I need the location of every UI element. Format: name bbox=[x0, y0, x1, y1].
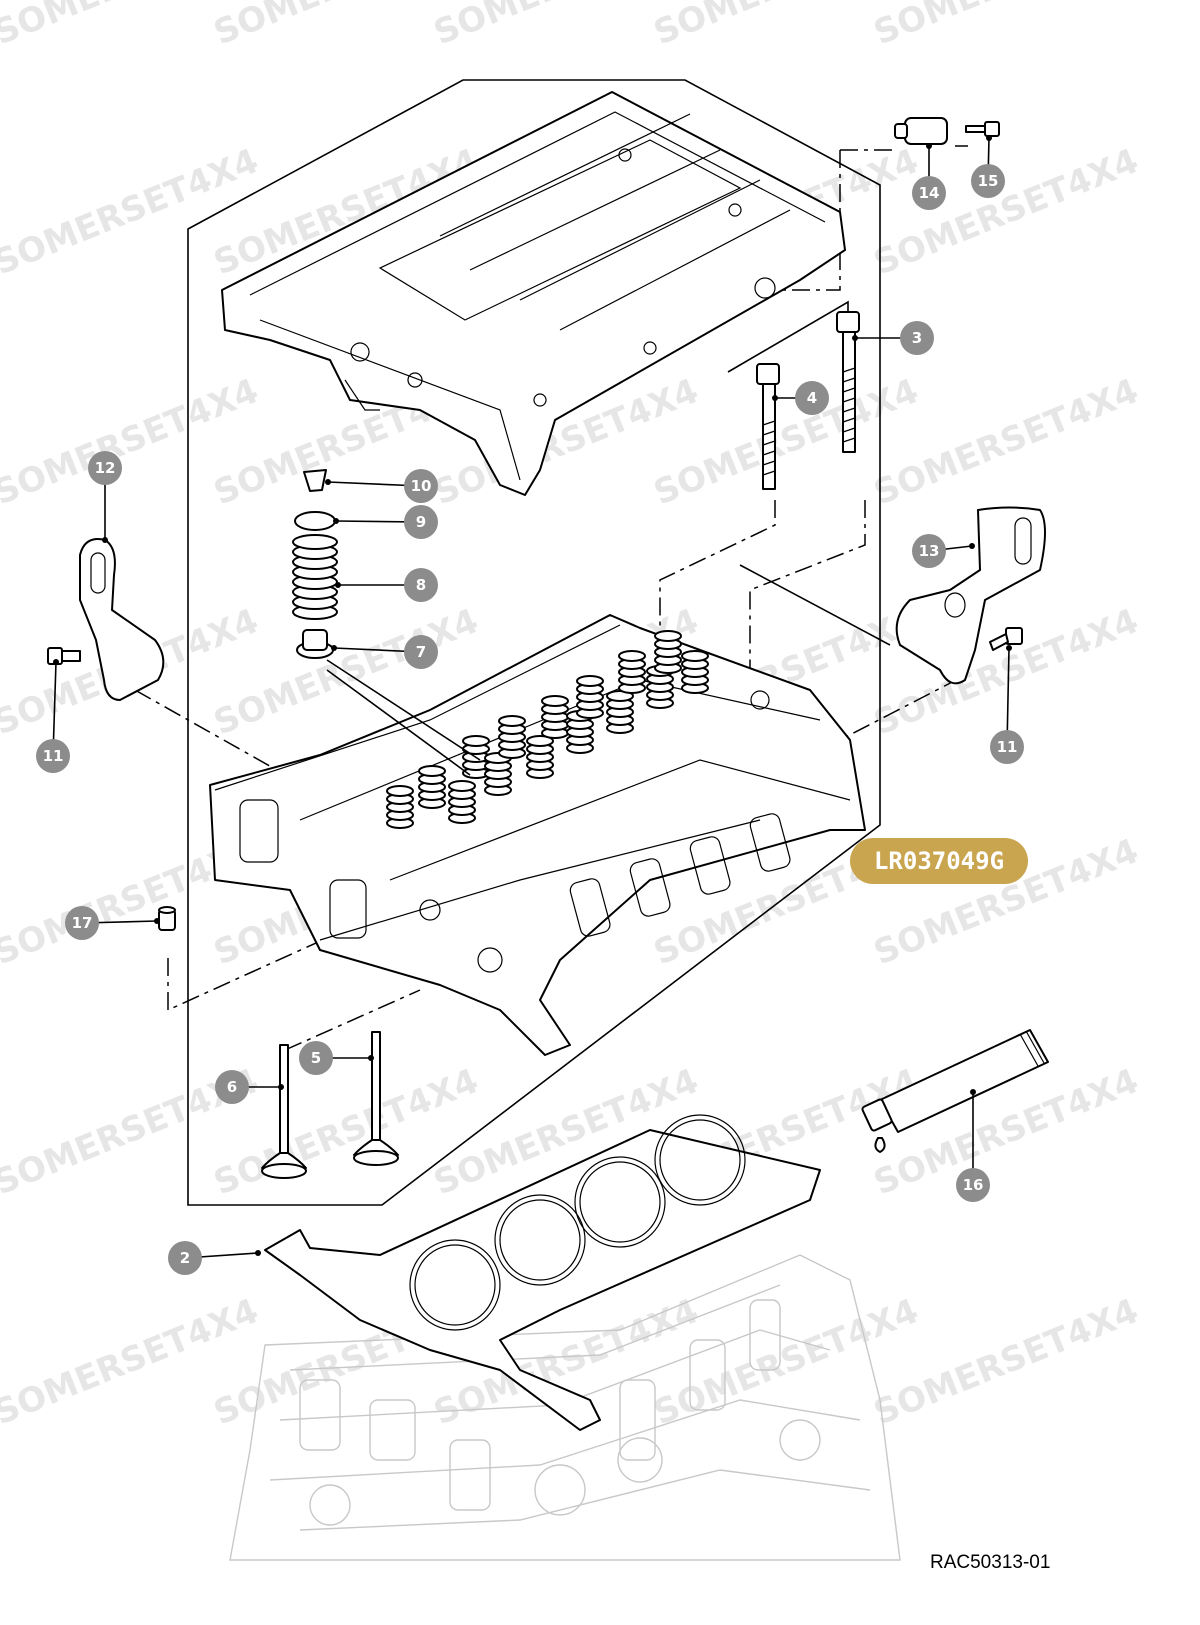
callout-number: 17 bbox=[72, 914, 93, 932]
valve-spring bbox=[292, 534, 338, 620]
callout-13: 13 bbox=[912, 534, 946, 568]
callout-number: 8 bbox=[416, 576, 426, 594]
valve-spring-installed bbox=[681, 650, 709, 694]
leader-dot bbox=[53, 659, 59, 665]
callout-number: 5 bbox=[311, 1049, 321, 1067]
leader-dot bbox=[368, 1055, 374, 1061]
callout-6: 6 bbox=[215, 1070, 249, 1104]
callout-number: 10 bbox=[411, 477, 432, 495]
callout-16: 16 bbox=[956, 1168, 990, 1202]
leader-dot bbox=[278, 1084, 284, 1090]
callout-9: 9 bbox=[404, 505, 438, 539]
callout-3: 3 bbox=[900, 321, 934, 355]
camshaft-carrier bbox=[221, 91, 846, 496]
camshaft-position-sensor bbox=[894, 117, 948, 145]
part-number-tag: LR037049G bbox=[850, 838, 1028, 884]
callout-8: 8 bbox=[404, 568, 438, 602]
cylinder-head bbox=[209, 614, 866, 1056]
callout-number: 12 bbox=[95, 459, 116, 477]
valve-spring-installed bbox=[654, 630, 682, 674]
exhaust-valve bbox=[261, 1044, 307, 1179]
locating-dowel bbox=[158, 906, 176, 931]
valve-spring-installed bbox=[618, 650, 646, 694]
callout-markers: 2 3 4 5 6 7 8 9 10 11 11 12 13 14 15 16 17 bbox=[36, 164, 1024, 1275]
leader-dot bbox=[335, 582, 341, 588]
valve-stem-seal bbox=[296, 629, 334, 659]
bracket-bolt-left bbox=[47, 647, 81, 665]
callout-number: 9 bbox=[416, 513, 426, 531]
leader-dot bbox=[970, 1089, 976, 1095]
valve-spring-installed bbox=[541, 695, 569, 739]
leader-dot bbox=[154, 918, 160, 924]
leader-dot bbox=[331, 645, 337, 651]
callout-2: 2 bbox=[168, 1241, 202, 1275]
leader-dot bbox=[325, 479, 331, 485]
watermark-text: SOMERSET4X4 bbox=[868, 0, 1144, 53]
valve-spring-installed bbox=[606, 690, 634, 734]
callout-number: 6 bbox=[227, 1078, 237, 1096]
leader-dot bbox=[986, 135, 992, 141]
cylinder-head-gasket bbox=[264, 1114, 821, 1431]
callout-number: 3 bbox=[912, 329, 922, 347]
valve-spring-installed bbox=[498, 715, 526, 759]
spring-retainer bbox=[294, 511, 336, 531]
engine-lifting-bracket-right bbox=[895, 506, 1046, 685]
intake-valve bbox=[353, 1031, 399, 1166]
leader-dot bbox=[102, 537, 108, 543]
drawing-reference: RAC50313-01 bbox=[930, 1552, 1050, 1573]
callout-number: 11 bbox=[997, 738, 1018, 756]
callout-11: 11 bbox=[990, 730, 1024, 764]
valve-spring-installed bbox=[484, 752, 512, 796]
engine-lifting-bracket-left bbox=[79, 538, 165, 701]
valve-spring-installed bbox=[418, 765, 446, 809]
bracket-bolt-right bbox=[989, 627, 1023, 651]
head-bracket-line bbox=[739, 564, 891, 646]
callout-number: 11 bbox=[43, 747, 64, 765]
callout-10: 10 bbox=[404, 469, 438, 503]
leader-dot bbox=[852, 335, 858, 341]
cylinder-head-bolt-short bbox=[756, 363, 780, 490]
callout-number: 15 bbox=[978, 172, 999, 190]
leader-dot bbox=[772, 395, 778, 401]
callout-number: 7 bbox=[416, 643, 426, 661]
leader-dot bbox=[926, 143, 932, 149]
valve-springs bbox=[386, 630, 709, 829]
callout-12: 12 bbox=[88, 451, 122, 485]
leader-dot bbox=[1006, 645, 1012, 651]
callout-number: 16 bbox=[963, 1176, 984, 1194]
callout-7: 7 bbox=[404, 635, 438, 669]
callout-15: 15 bbox=[971, 164, 1005, 198]
engine-block-ghost bbox=[229, 1254, 901, 1561]
leader-dot bbox=[255, 1250, 261, 1256]
callout-number: 13 bbox=[919, 542, 940, 560]
callout-11: 11 bbox=[36, 739, 70, 773]
leader-dot bbox=[333, 518, 339, 524]
valve-collet bbox=[303, 469, 327, 492]
part-number-text: LR037049G bbox=[874, 847, 1004, 875]
sealant-tube bbox=[861, 1029, 1049, 1153]
callout-17: 17 bbox=[65, 906, 99, 940]
callout-number: 4 bbox=[807, 389, 817, 407]
callout-14: 14 bbox=[912, 176, 946, 210]
bolt-group-bracket bbox=[727, 300, 849, 373]
valve-spring-installed bbox=[526, 735, 554, 779]
sensor-bolt bbox=[965, 121, 1000, 137]
valve-spring-installed bbox=[576, 675, 604, 719]
callout-number: 14 bbox=[919, 184, 940, 202]
leader-dot bbox=[969, 543, 975, 549]
valve-spring-installed bbox=[386, 785, 414, 829]
callout-5: 5 bbox=[299, 1041, 333, 1075]
assembly-frame bbox=[187, 79, 881, 1206]
callout-4: 4 bbox=[795, 381, 829, 415]
cylinder-head-bolt-long bbox=[836, 311, 860, 453]
valve-spring-installed bbox=[448, 780, 476, 824]
callout-number: 2 bbox=[180, 1249, 190, 1267]
